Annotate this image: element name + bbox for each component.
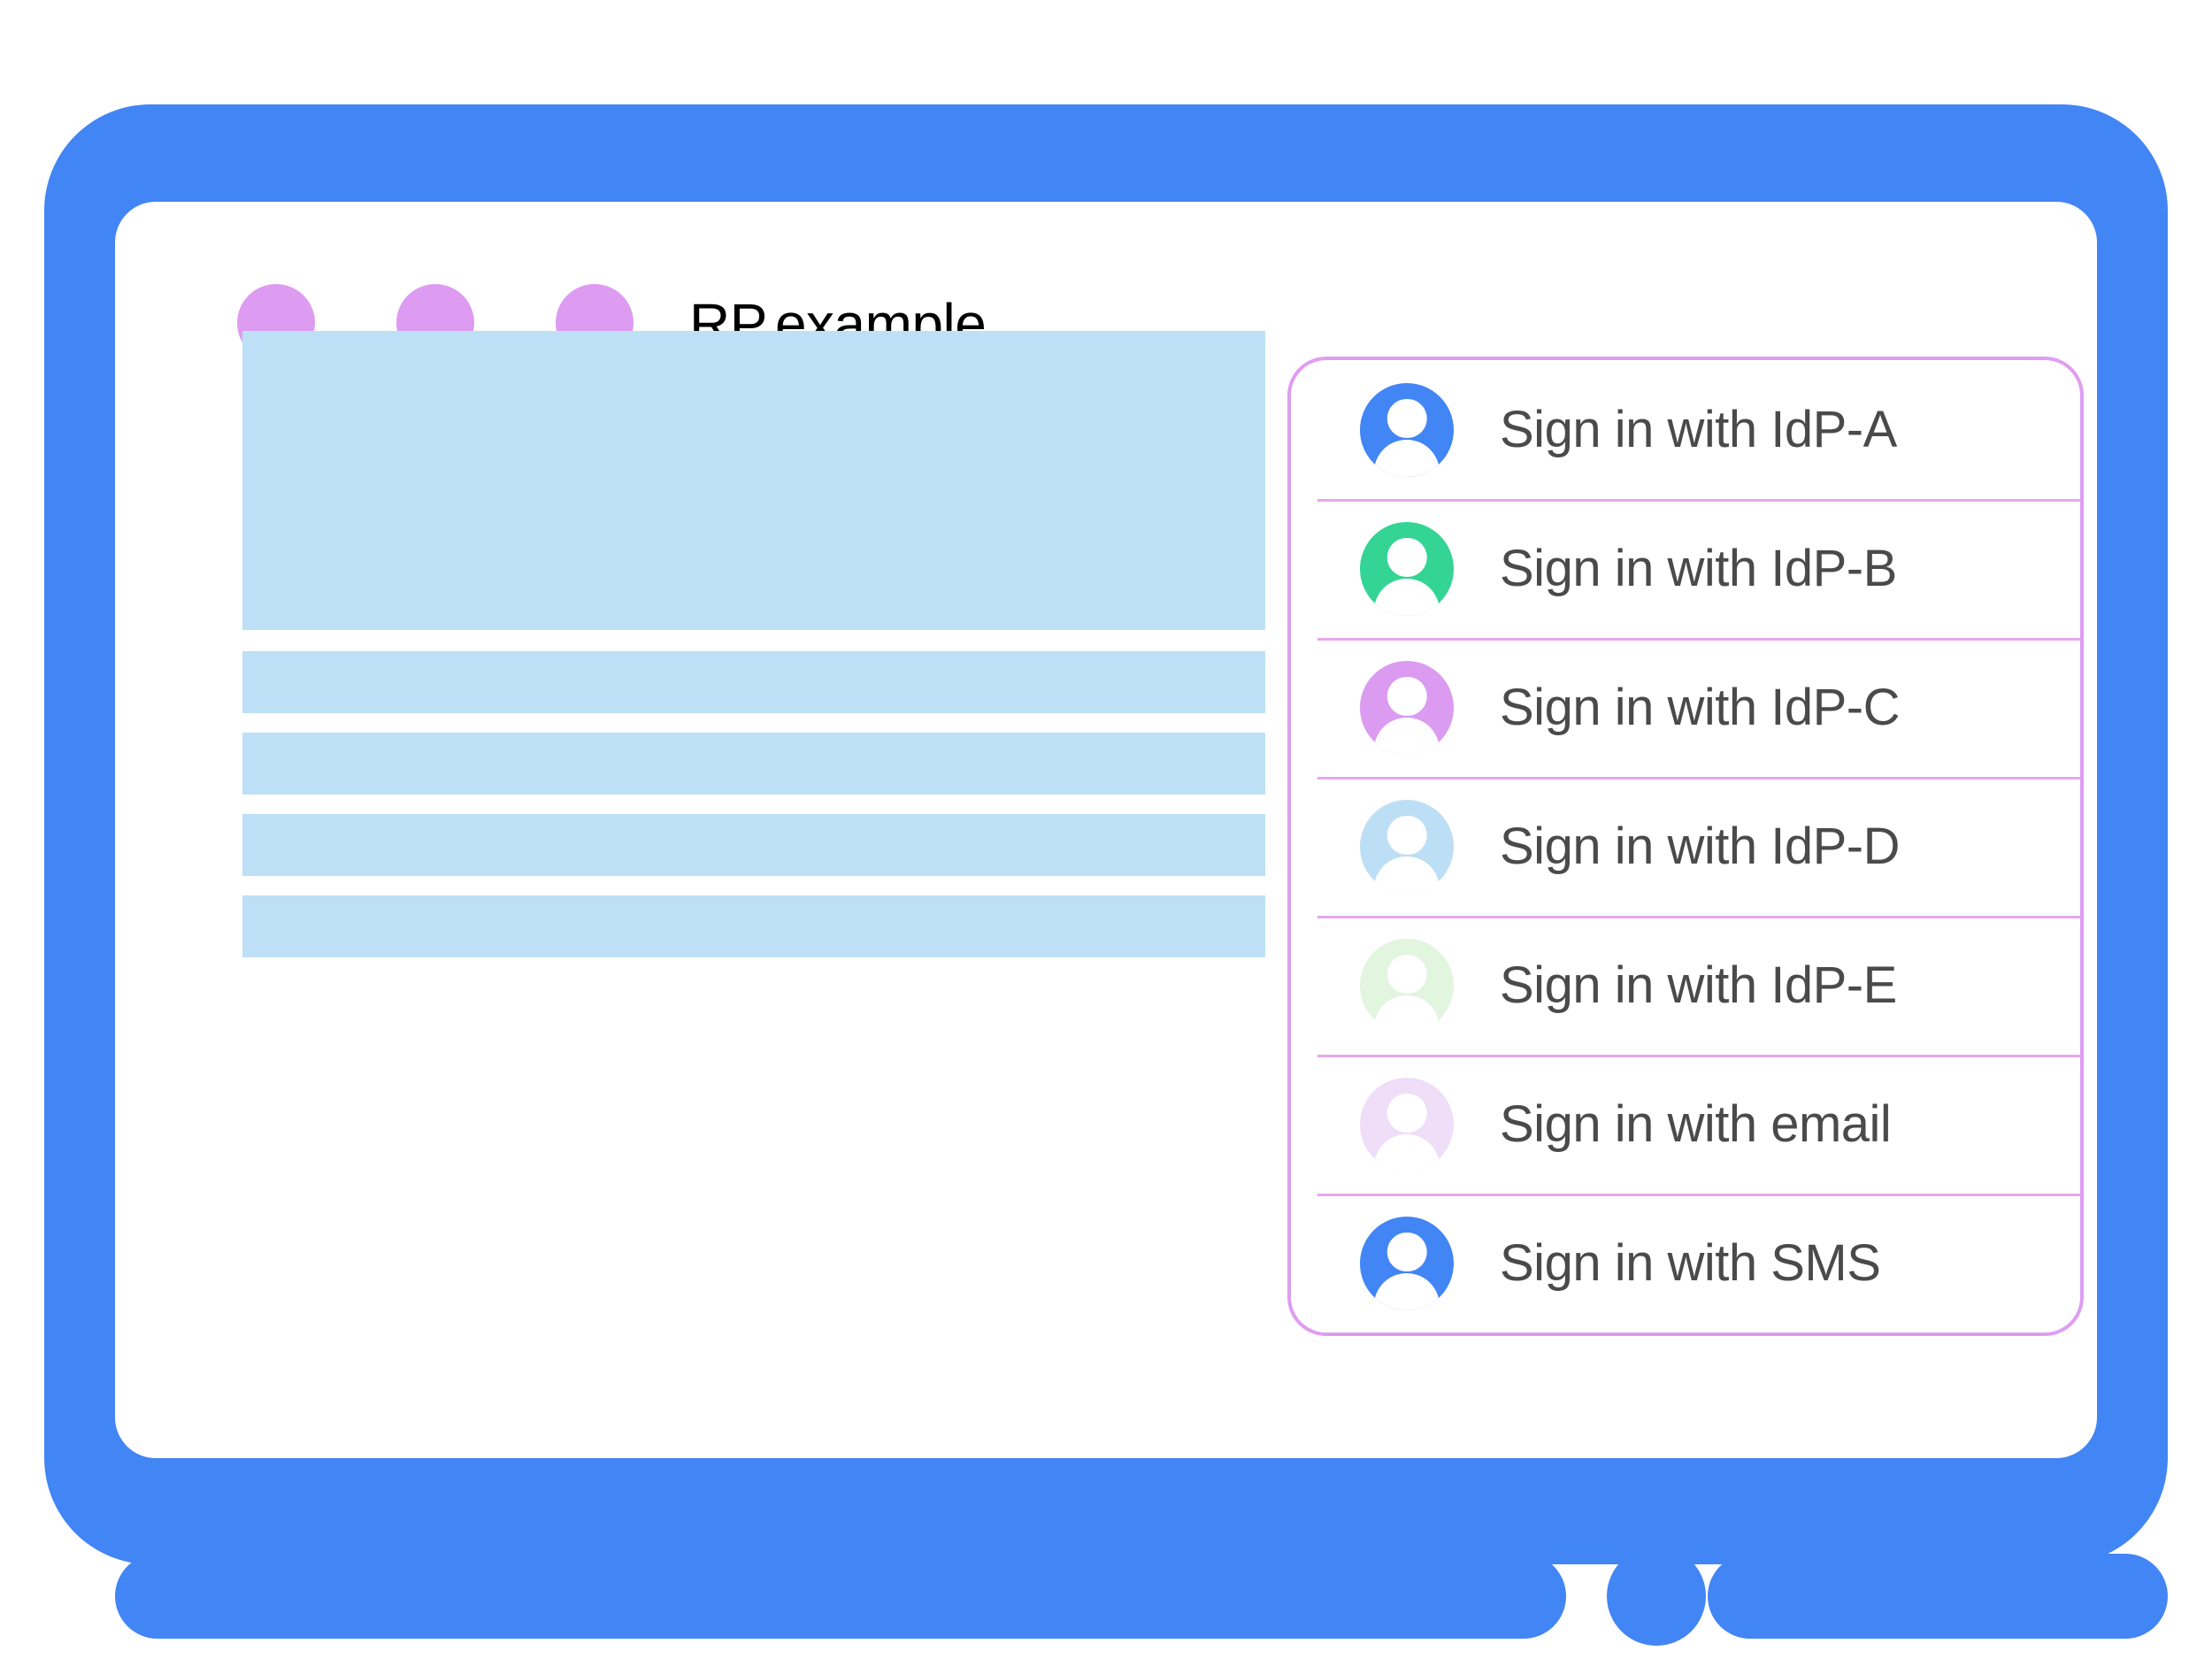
account-row-label: Sign in with IdP-C	[1500, 678, 1900, 736]
signin-idp-e[interactable]: Sign in with IdP-E	[1291, 916, 2080, 1055]
account-row-label: Sign in with email	[1500, 1094, 1892, 1153]
device-bezel-bar-right	[1708, 1554, 2168, 1639]
device-bezel-bar-left	[115, 1554, 1566, 1639]
account-row-label: Sign in with IdP-D	[1500, 817, 1900, 875]
home-button[interactable]	[1607, 1547, 1706, 1646]
avatar-icon	[1360, 521, 1454, 616]
signin-idp-b[interactable]: Sign in with IdP-B	[1291, 499, 2080, 638]
avatar-icon	[1360, 660, 1454, 755]
account-row-label: Sign in with IdP-A	[1500, 400, 1897, 458]
text-placeholder-2	[242, 733, 1265, 795]
text-placeholder-4	[242, 895, 1265, 957]
avatar-icon	[1360, 938, 1454, 1033]
page-content-skeleton	[115, 202, 1265, 1458]
text-placeholder-1	[242, 651, 1265, 713]
account-row-label: Sign in with IdP-B	[1500, 539, 1897, 597]
avatar-icon	[1360, 382, 1454, 477]
avatar-icon	[1360, 1216, 1454, 1310]
signin-sms[interactable]: Sign in with SMS	[1291, 1194, 2080, 1333]
text-placeholder-3	[242, 814, 1265, 876]
account-row-label: Sign in with SMS	[1500, 1233, 1881, 1292]
avatar-icon	[1360, 799, 1454, 894]
avatar-icon	[1360, 1077, 1454, 1171]
account-row-label: Sign in with IdP-E	[1500, 956, 1897, 1014]
account-chooser-dialog: Sign in with IdP-A Sign in with IdP-B Sign…	[1287, 357, 2084, 1336]
hero-placeholder	[242, 331, 1265, 630]
signin-email[interactable]: Sign in with email	[1291, 1055, 2080, 1194]
signin-idp-c[interactable]: Sign in with IdP-C	[1291, 638, 2080, 777]
signin-idp-d[interactable]: Sign in with IdP-D	[1291, 777, 2080, 916]
signin-idp-a[interactable]: Sign in with IdP-A	[1291, 360, 2080, 499]
